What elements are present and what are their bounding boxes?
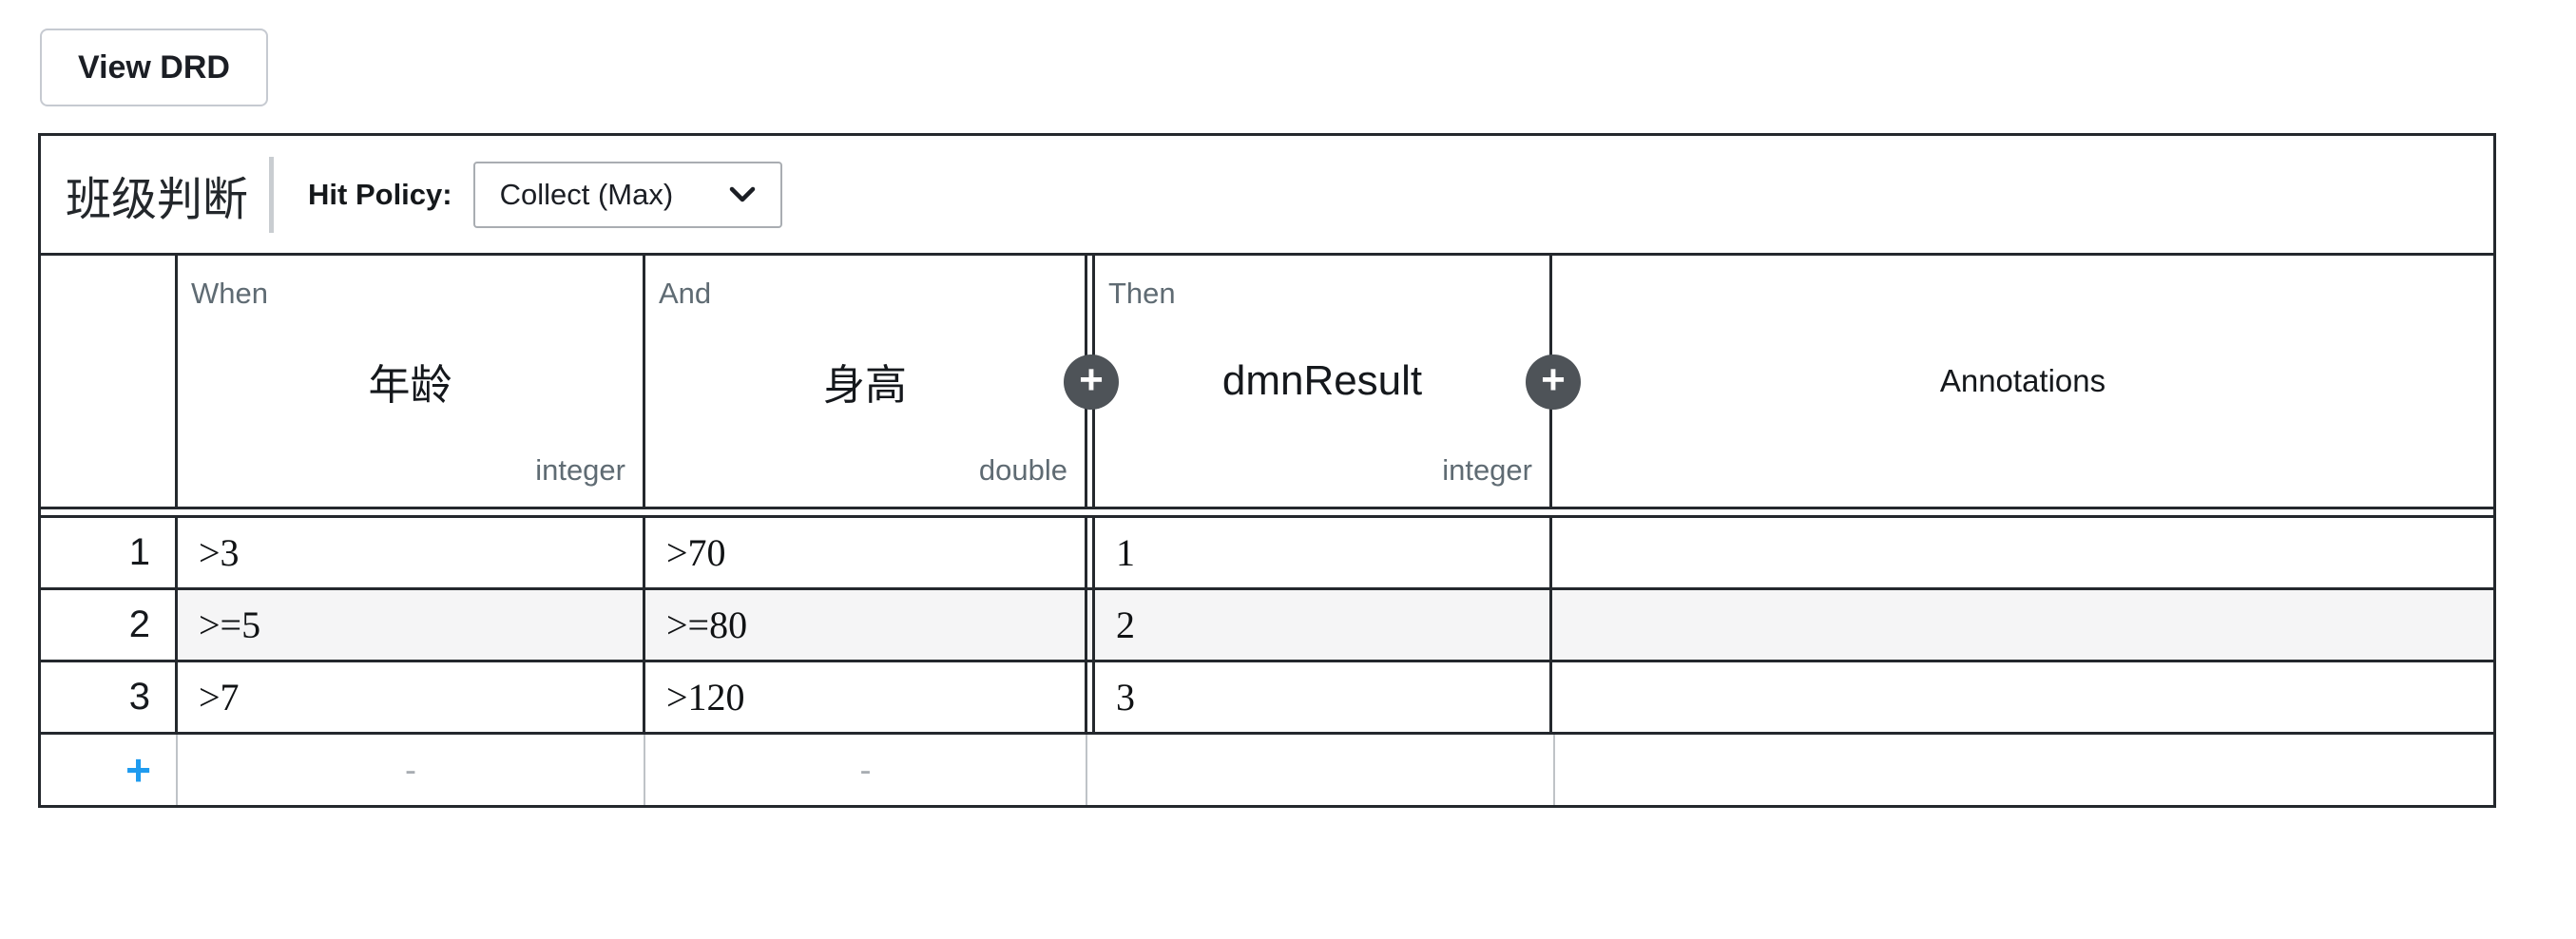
cell-height[interactable]: >120 [645,662,1087,732]
cell-value: >=80 [666,604,748,646]
add-row-button[interactable]: + [41,735,178,805]
add-row-strip: + - - [41,735,2493,805]
hit-policy-label: Hit Policy: [308,177,452,211]
cell-age[interactable]: >3 [178,518,645,587]
row-number-cell[interactable]: 2 [41,590,178,660]
decision-name[interactable]: 班级判断 [66,174,249,225]
input-column-header-height[interactable]: And 身高 double [645,256,1087,507]
column-type: integer [1442,453,1532,487]
input-output-divider [1087,590,1095,660]
column-type: integer [535,453,625,487]
cell-height[interactable]: >70 [645,518,1087,587]
cell-value: >=5 [199,604,261,646]
column-name: 身高 [823,362,907,409]
add-output-column-button[interactable]: + [1526,355,1581,410]
column-type: double [978,453,1067,487]
input-output-divider [1087,518,1095,587]
new-row-cell-age[interactable]: - [178,735,645,805]
hit-policy-selected-value: Collect (Max) [499,177,674,211]
new-row-cell-annotation[interactable] [1555,735,2493,805]
cell-annotation[interactable] [1552,662,2493,732]
header-body-divider [41,509,2493,515]
cell-value: >7 [199,676,240,719]
new-row-cell-height[interactable]: - [645,735,1087,805]
annotations-column-header[interactable]: Annotations [1552,256,2493,507]
dash-placeholder: - [859,750,872,789]
cell-value: 2 [1116,604,1135,646]
cell-age[interactable]: >7 [178,662,645,732]
column-name: 年龄 [368,362,452,409]
cell-age[interactable]: >=5 [178,590,645,660]
cell-value: >70 [666,531,726,574]
input-output-divider [1087,735,1098,805]
table-row: 3 >7 >120 3 [41,662,2493,735]
decision-table: 班级判断 Hit Policy: Collect (Max) When 年龄 i… [38,133,2496,808]
chevron-down-icon [729,186,756,203]
row-number-cell[interactable]: 1 [41,518,178,587]
table-row: 2 >=5 >=80 2 [41,590,2493,662]
column-name: dmnResult [1221,357,1423,404]
cell-dmnresult[interactable]: 3 [1095,662,1552,732]
cell-annotation[interactable] [1552,518,2493,587]
cell-dmnresult[interactable]: 2 [1095,590,1552,660]
add-input-column-button[interactable]: + [1064,355,1119,410]
hit-policy-select[interactable]: Collect (Max) [472,161,782,228]
cell-value: >3 [199,531,240,574]
clause-label: Then [1108,277,1176,310]
cell-value: 3 [1116,676,1135,719]
clause-label: When [191,277,268,310]
output-column-header-dmnresult[interactable]: Then dmnResult integer [1095,256,1552,507]
row-number-header-cell [41,256,178,507]
new-row-cell-dmnresult[interactable] [1098,735,1555,805]
plus-icon: + [1079,356,1104,403]
cell-height[interactable]: >=80 [645,590,1087,660]
decision-table-body: 1 >3 >70 1 2 >=5 [41,515,2493,805]
plus-icon: + [125,745,151,795]
cell-annotation[interactable] [1552,590,2493,660]
cell-dmnresult[interactable]: 1 [1095,518,1552,587]
cell-value: >120 [666,676,745,719]
column-name: Annotations [1939,363,2106,398]
cell-value: 1 [1116,531,1135,574]
table-row: 1 >3 >70 1 [41,518,2493,590]
decision-table-title-bar: 班级判断 Hit Policy: Collect (Max) [41,136,2493,256]
row-number-cell[interactable]: 3 [41,662,178,732]
column-header-row: When 年龄 integer And 身高 double Then dmnRe… [41,256,2493,509]
clause-label: And [659,277,712,310]
title-divider [269,156,275,233]
input-column-header-age[interactable]: When 年龄 integer [178,256,645,507]
dash-placeholder: - [405,750,416,789]
input-output-divider [1087,662,1095,732]
plus-icon: + [1541,356,1566,403]
view-drd-button[interactable]: View DRD [40,29,268,106]
